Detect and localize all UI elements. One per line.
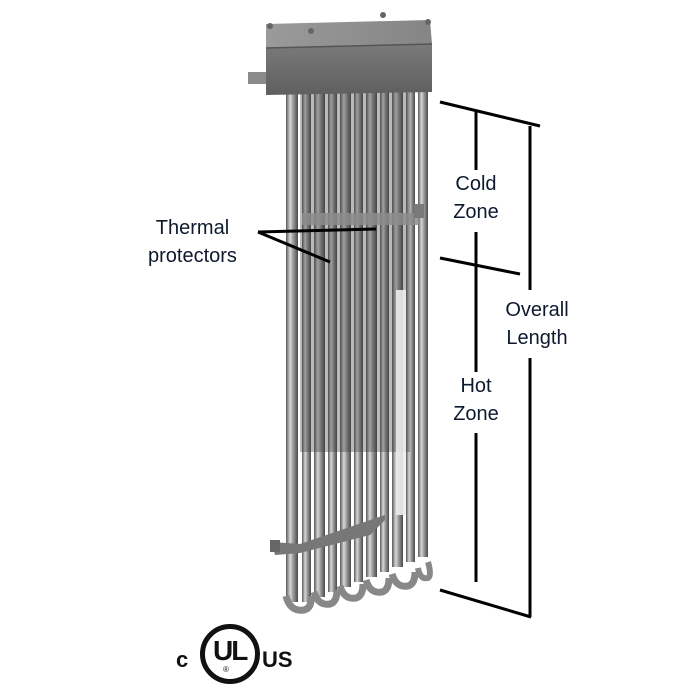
ul-c-letter: c bbox=[176, 647, 189, 672]
overall-label-line1: Overall bbox=[505, 299, 569, 321]
thermal-protector-leaders bbox=[257, 227, 377, 264]
overall-length-label: Overall Length bbox=[496, 296, 578, 352]
cold-label-line1: Cold bbox=[455, 173, 497, 195]
ul-us-letters: US bbox=[262, 647, 293, 672]
thermal-label-line1: Thermal bbox=[155, 217, 230, 239]
thermal-label-line2: protectors bbox=[148, 245, 237, 267]
overall-label-line2: Length bbox=[506, 327, 568, 349]
heating-elements bbox=[270, 82, 433, 614]
hot-zone-label: Hot Zone bbox=[444, 372, 508, 428]
hot-label-line1: Hot bbox=[460, 375, 492, 397]
ul-mark-letters: UL bbox=[213, 635, 248, 666]
cold-zone-label: Cold Zone bbox=[444, 170, 508, 226]
thermal-protectors-label: Thermal protectors bbox=[148, 214, 237, 270]
ul-circle-logo: UL ® bbox=[200, 624, 260, 684]
hot-label-line2: Zone bbox=[453, 403, 499, 425]
cold-label-line2: Zone bbox=[453, 201, 499, 223]
registered-symbol-icon: ® bbox=[223, 665, 229, 674]
dimension-lines bbox=[439, 100, 541, 619]
culus-certification-mark: c UL ® US bbox=[170, 618, 300, 690]
terminal-box bbox=[248, 12, 433, 95]
